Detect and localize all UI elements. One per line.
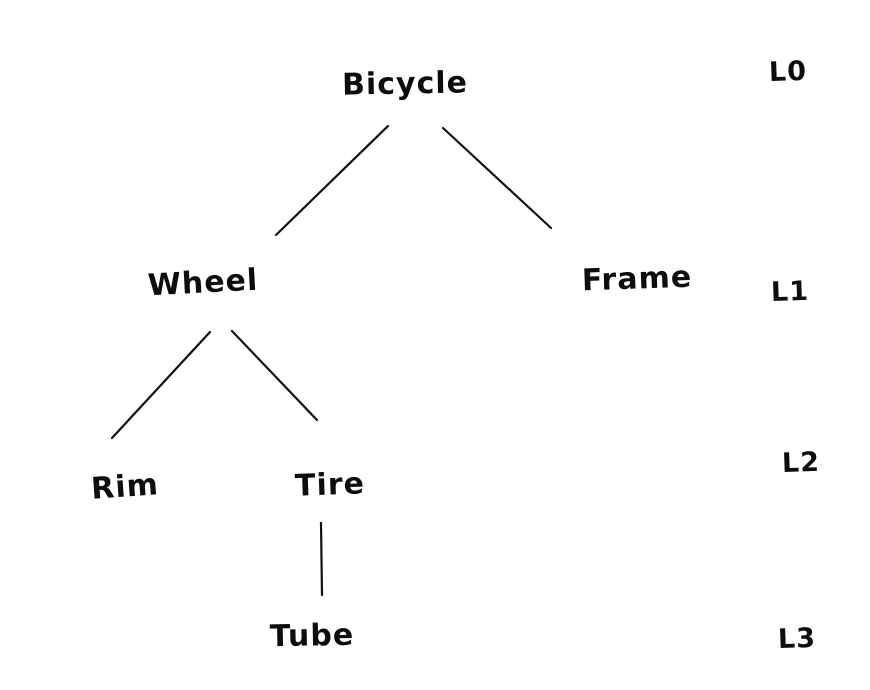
node-wheel: Wheel [146,262,260,304]
level-label-l2: L2 [781,446,821,480]
edge-bicycle-frame [441,126,553,230]
node-rim: Rim [90,467,160,507]
node-tire: Tire [294,466,366,504]
node-bicycle: Bicycle [341,65,469,103]
node-tube: Tube [269,617,355,655]
edge-tire-tube [319,521,324,597]
level-label-l1: L1 [770,275,810,309]
level-label-l0: L0 [768,55,808,89]
edge-wheel-tire [230,329,319,422]
node-frame: Frame [581,259,693,299]
level-label-l3: L3 [777,622,817,656]
edge-wheel-rim [110,330,212,440]
edge-bicycle-wheel [274,124,390,237]
